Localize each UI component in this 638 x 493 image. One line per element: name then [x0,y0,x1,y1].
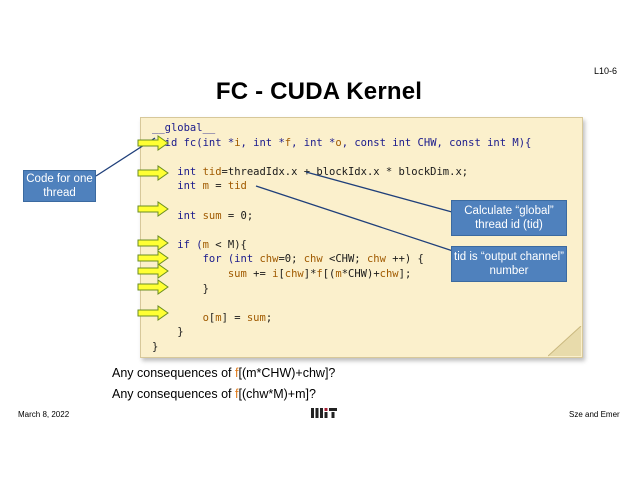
code-token: <CHW; [322,253,367,266]
code-token: [ [278,267,285,280]
code-line-for-close: } [152,282,531,297]
callout-output-channel: tid is “output channel” number [451,246,567,282]
note-page-curl [548,326,582,357]
callout-global-thread-id: Calculate “global” thread id (tid) [451,200,567,236]
code-token: int [152,180,203,193]
code-line-if: if (m < M){ [152,238,531,253]
code-token: tid [227,180,247,193]
code-token: } [152,340,159,353]
code-token: =0; [278,253,304,266]
code-token: i [272,267,279,280]
code-token: i [234,136,241,149]
yellow-arrow-icon [137,235,169,251]
code-token: int [152,209,203,222]
code-token: if ( [152,238,203,251]
code-token: chw [303,253,323,266]
question-2-prefix: Any consequences of [112,387,235,401]
code-token: [( [322,267,336,280]
question-2-suffix: [(chw*M)+m]? [238,387,316,401]
question-1-f: f [235,366,239,380]
code-token: < M){ [208,238,247,251]
slide-number: L10-6 [594,66,618,76]
code-token: chw [259,253,279,266]
code-line-for: for (int chw=0; chw <CHW; chw ++) { [152,252,531,267]
code-token: o [202,311,209,324]
code-token: for (int [152,253,260,266]
slide-title: FC - CUDA Kernel [215,78,423,105]
code-line-accumulate: sum += i[chw]*f[(m*CHW)+chw]; [152,267,531,282]
code-token: sum [227,267,247,280]
code-token: sum [202,209,222,222]
code-token: , const int CHW, const int M){ [341,136,532,149]
question-1-suffix: [(m*CHW)+chw]? [238,366,336,380]
code-token: chw [379,267,399,280]
code-token: chw [284,267,304,280]
code-token: m [202,238,209,251]
code-token: sum [246,311,266,324]
yellow-arrow-icon [137,250,169,266]
mit-logo [311,408,337,418]
code-token: ]; [398,267,412,280]
question-2: Any consequences of f[(chw*M)+m]? [112,387,316,401]
code-line-if-close: } [152,325,531,340]
code-token: o [335,136,342,149]
code-token: tid [202,165,222,178]
footer-authors: Sze and Emer [569,410,620,419]
code-line-global: __global__ [152,121,531,136]
yellow-arrow-icon [137,165,169,181]
code-token: = 0; [221,209,254,222]
yellow-arrow-icon [137,279,169,295]
yellow-arrow-icon [137,135,169,151]
code-token: [ [208,311,216,324]
code-line-sum: int sum = 0; [152,209,531,224]
code-token: m [215,311,222,324]
code-token: ] = [221,311,247,324]
code-line-tid: int tid=threadIdx.x + blockIdx.x * block… [152,165,531,180]
global-keyword: __global__ [152,122,216,134]
pointer-line-tid [305,171,453,213]
code-token: int [152,165,203,178]
code-token: , int * [240,136,285,149]
code-line-m: int m = tid [152,179,531,194]
footer-date: March 8, 2022 [18,410,70,419]
code-line-func-close: } [152,340,531,355]
question-1: Any consequences of f[(m*CHW)+chw]? [112,366,335,380]
question-1-prefix: Any consequences of [112,366,235,380]
code-token: m [335,267,342,280]
code-token: int * [202,136,235,149]
question-2-f: f [235,387,239,401]
pointer-line-channel [255,185,457,253]
code-token: f [284,136,292,149]
code-line-signature: void fc(int *i, int *f, int *o, const in… [152,136,531,151]
cuda-code-block: __global__void fc(int *i, int *f, int *o… [152,121,531,355]
code-token: ; [265,311,273,324]
code-token: , int * [291,136,336,149]
yellow-arrow-icon [137,305,169,321]
code-token: *CHW)+ [341,267,380,280]
code-token: = [208,180,228,193]
code-token: } [152,326,184,339]
code-token: } [152,282,209,295]
callout-code-for-one-thread: Code for one thread [23,170,96,202]
code-token: chw [366,253,386,266]
code-note-background [140,117,583,358]
yellow-arrow-icon [137,263,169,279]
code-token: ++) { [385,253,424,266]
code-token: ]* [303,267,317,280]
code-line-output: o[m] = sum; [152,311,531,326]
code-token: f [316,267,323,280]
code-token: m [202,180,209,193]
code-token: =threadIdx.x + blockIdx.x * blockDim.x; [221,165,469,178]
yellow-arrow-group [137,135,169,321]
code-token: += [246,267,273,280]
yellow-arrow-icon [137,201,169,217]
